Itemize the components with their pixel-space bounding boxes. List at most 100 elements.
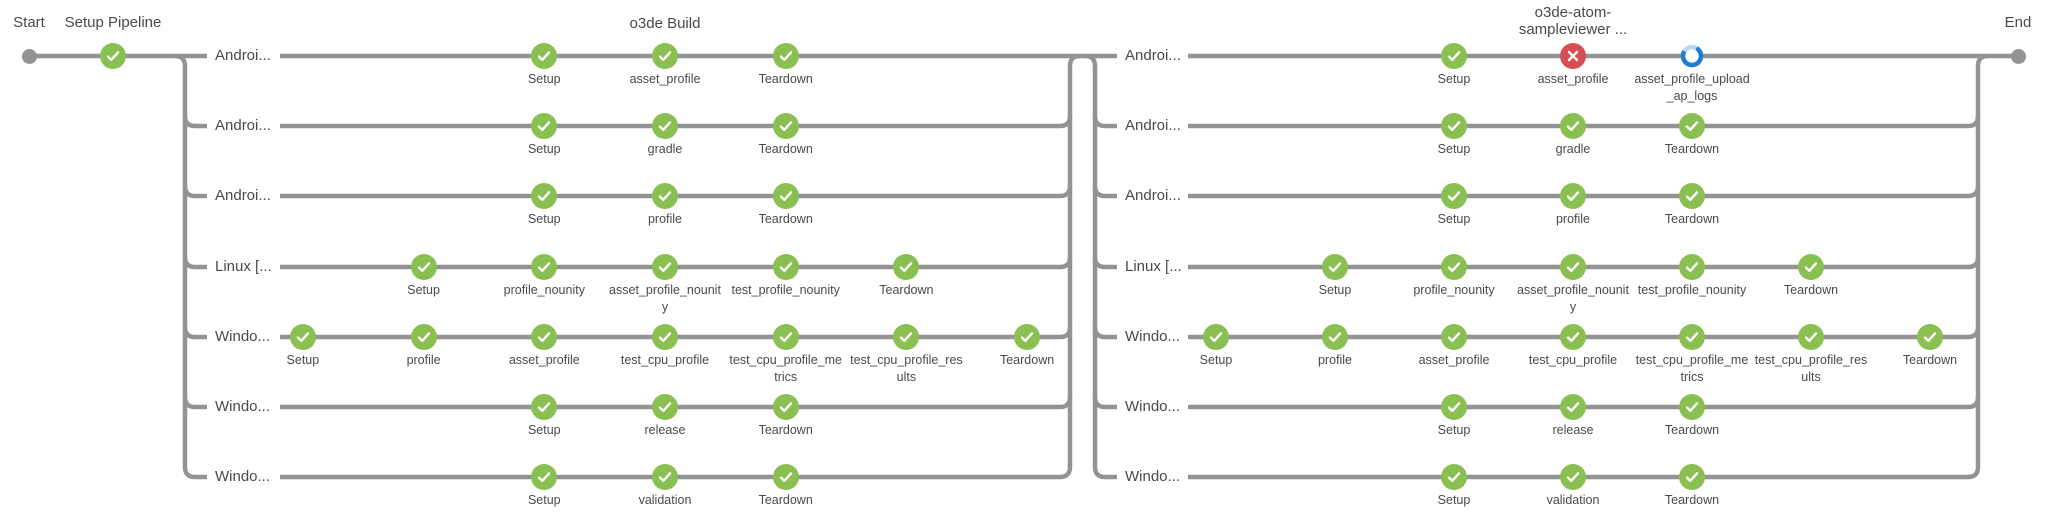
step-node-teardown[interactable]: [772, 394, 799, 420]
stage-title-o3de-atom-sampleviewer: o3de-atom- sampleviewer ...: [1518, 4, 1628, 38]
step-label-profile-nounity: profile_nounity: [1413, 283, 1495, 297]
step-node-test-cpu-profile[interactable]: [1560, 324, 1586, 350]
step-node-profile-nounity[interactable]: [1441, 254, 1467, 280]
step-label-release: release: [644, 423, 686, 437]
step-label-teardown: Teardown: [999, 353, 1055, 367]
step-node-asset-profile[interactable]: [1441, 324, 1467, 350]
step-node-setup[interactable]: [410, 254, 437, 280]
step-node-gradle[interactable]: [1560, 113, 1586, 139]
check-icon: [531, 183, 558, 209]
step-node-profile[interactable]: [410, 324, 437, 350]
check-icon: [893, 324, 920, 350]
step-node-[interactable]: [100, 43, 126, 69]
check-icon: [1679, 113, 1705, 139]
step-node-teardown[interactable]: [1917, 324, 1943, 350]
step-node-setup[interactable]: [531, 394, 558, 420]
step-node-teardown[interactable]: [772, 183, 799, 209]
step-label-test-cpu-profile: test_cpu_profile: [1528, 353, 1618, 367]
check-icon: [1560, 464, 1586, 490]
step-node-test-cpu-profile-results[interactable]: [1798, 324, 1824, 350]
step-node-setup[interactable]: [1441, 113, 1467, 139]
check-icon: [652, 394, 678, 420]
check-icon: [1441, 113, 1467, 139]
step-node-setup[interactable]: [1203, 324, 1229, 350]
start-node: [21, 48, 37, 64]
step-node-test-profile-nounity[interactable]: [1679, 254, 1705, 280]
step-node-test-profile-nounity[interactable]: [772, 254, 799, 280]
step-label-teardown: Teardown: [1902, 353, 1958, 367]
step-node-test-cpu-profile-results[interactable]: [893, 324, 920, 350]
step-label-test-cpu-profile-results: test_cpu_profile_results: [1754, 353, 1868, 384]
step-node-teardown[interactable]: [1679, 394, 1705, 420]
step-label-setup: Setup: [527, 212, 561, 226]
step-node-setup[interactable]: [531, 43, 558, 69]
step-node-setup[interactable]: [1441, 43, 1467, 69]
check-icon: [1441, 43, 1467, 69]
step-label-validation: validation: [638, 493, 692, 507]
step-node-asset-profile-nounity[interactable]: [652, 254, 678, 280]
step-node-setup[interactable]: [531, 183, 558, 209]
step-label-setup: Setup: [1318, 283, 1352, 297]
step-node-gradle[interactable]: [652, 113, 678, 139]
branch-label-windo: Windo...: [215, 468, 271, 485]
check-icon: [289, 324, 316, 350]
step-node-profile[interactable]: [1560, 183, 1586, 209]
check-icon: [652, 324, 678, 350]
step-node-profile[interactable]: [1322, 324, 1348, 350]
step-node-teardown[interactable]: [1679, 464, 1705, 490]
branch-label-windo: Windo...: [1125, 398, 1181, 415]
step-node-teardown[interactable]: [1679, 183, 1705, 209]
branch-label-windo: Windo...: [1125, 468, 1181, 485]
check-icon: [1679, 254, 1705, 280]
check-icon: [1917, 324, 1943, 350]
step-node-asset-profile-nounity[interactable]: [1560, 254, 1586, 280]
step-node-test-cpu-profile-metrics[interactable]: [1679, 324, 1705, 350]
step-label-asset-profile: asset_profile: [508, 353, 580, 367]
step-node-asset-profile[interactable]: [652, 43, 678, 69]
step-node-test-cpu-profile-metrics[interactable]: [772, 324, 799, 350]
step-node-profile[interactable]: [652, 183, 678, 209]
step-label-teardown: Teardown: [1664, 212, 1720, 226]
step-node-profile-nounity[interactable]: [531, 254, 558, 280]
step-node-teardown[interactable]: [1679, 113, 1705, 139]
check-icon: [1560, 113, 1586, 139]
check-icon: [893, 254, 920, 280]
check-icon: [772, 324, 799, 350]
step-node-setup[interactable]: [1322, 254, 1348, 280]
branch-label-androi: Androi...: [215, 187, 271, 204]
step-label-asset-profile: asset_profile: [629, 72, 701, 86]
step-node-setup[interactable]: [289, 324, 316, 350]
step-node-validation[interactable]: [652, 464, 678, 490]
step-node-setup[interactable]: [1441, 464, 1467, 490]
step-node-teardown[interactable]: [772, 43, 799, 69]
step-node-asset-profile[interactable]: [1560, 43, 1586, 69]
step-node-teardown[interactable]: [893, 254, 920, 280]
step-node-setup[interactable]: [531, 464, 558, 490]
step-node-test-cpu-profile[interactable]: [652, 324, 678, 350]
end-label: End: [2004, 14, 2032, 31]
step-node-setup[interactable]: [1441, 394, 1467, 420]
step-label-teardown: Teardown: [1664, 423, 1720, 437]
step-node-asset-profile-upload-ap-logs[interactable]: [1679, 43, 1705, 69]
step-label-setup: Setup: [527, 142, 561, 156]
step-node-release[interactable]: [652, 394, 678, 420]
step-label-profile: profile: [1317, 353, 1353, 367]
step-node-teardown[interactable]: [1798, 254, 1824, 280]
step-node-teardown[interactable]: [772, 113, 799, 139]
step-label-teardown: Teardown: [758, 212, 813, 226]
setup-pipeline-label: Setup Pipeline: [64, 14, 162, 31]
check-icon: [1014, 324, 1041, 350]
step-node-setup[interactable]: [1441, 183, 1467, 209]
step-node-asset-profile[interactable]: [531, 324, 558, 350]
branch-label-windo: Windo...: [215, 398, 271, 415]
step-node-teardown[interactable]: [1014, 324, 1041, 350]
step-node-release[interactable]: [1560, 394, 1586, 420]
step-label-setup: Setup: [286, 353, 320, 367]
step-node-teardown[interactable]: [772, 464, 799, 490]
check-icon: [1322, 254, 1348, 280]
step-node-validation[interactable]: [1560, 464, 1586, 490]
step-label-profile-nounity: profile_nounity: [503, 283, 585, 297]
check-icon: [531, 394, 558, 420]
branch-label-androi: Androi...: [215, 47, 271, 64]
step-node-setup[interactable]: [531, 113, 558, 139]
